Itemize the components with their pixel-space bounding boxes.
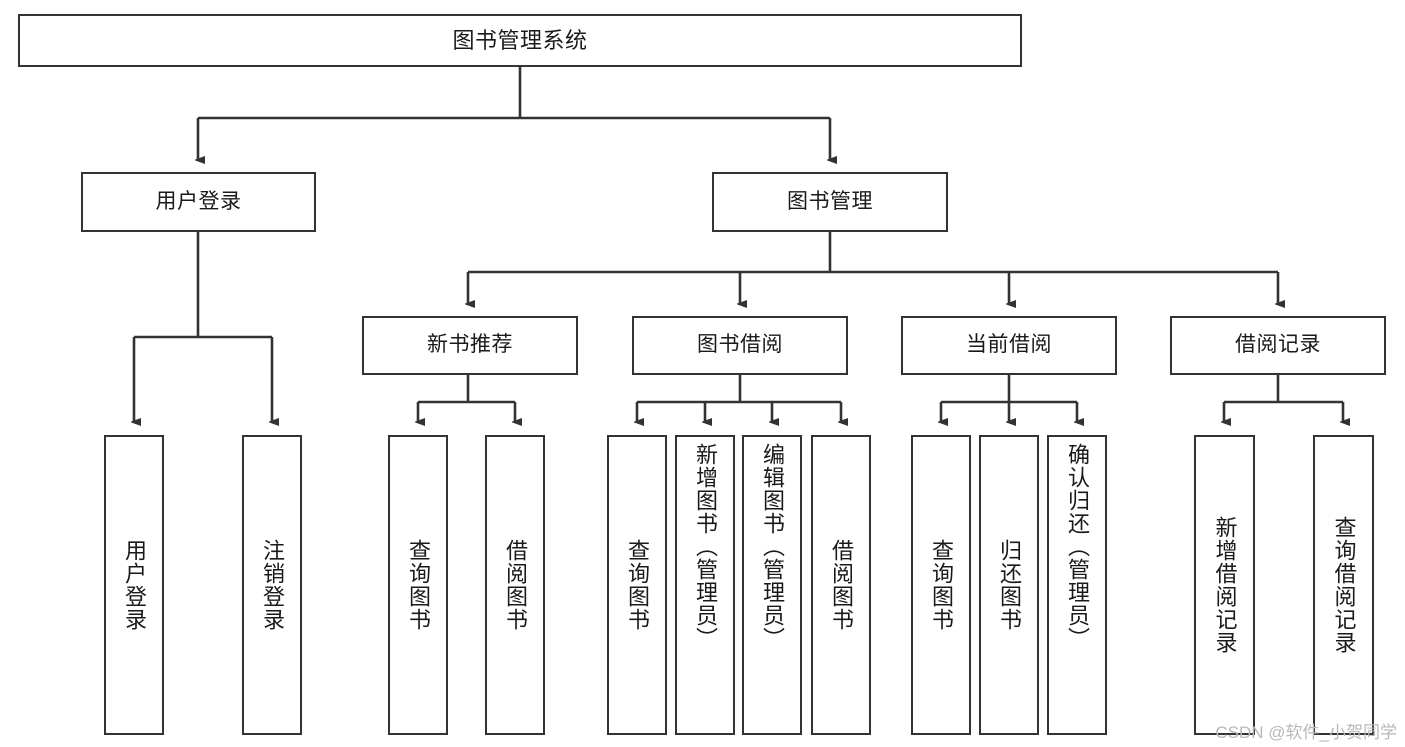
leaf-borrow-borrow-book[interactable]: 借阅图书 (811, 435, 871, 735)
node-borrow-records[interactable]: 借阅记录 (1170, 316, 1386, 375)
node-label: 图书管理 (787, 189, 873, 213)
leaf-records-query-record[interactable]: 查询借阅记录 (1313, 435, 1374, 735)
leaf-borrow-add-book-admin[interactable]: 新增图书（管理员） (675, 435, 735, 735)
node-label: 查询借阅记录 (1331, 516, 1357, 654)
leaf-recommend-query-book[interactable]: 查询图书 (388, 435, 448, 735)
leaf-borrow-query-book[interactable]: 查询图书 (607, 435, 667, 735)
leaf-current-return-book[interactable]: 归还图书 (979, 435, 1039, 735)
node-label: 注销登录 (259, 539, 285, 631)
node-label: 查询图书 (928, 539, 954, 631)
node-label: 当前借阅 (966, 333, 1052, 357)
node-label: 确认归还（管理员） (1064, 443, 1090, 650)
watermark-text: CSDN @软件_小贺同学 (1215, 723, 1397, 742)
leaf-borrow-edit-book-admin[interactable]: 编辑图书（管理员） (742, 435, 802, 735)
node-book-management[interactable]: 图书管理 (712, 172, 948, 232)
node-book-borrow[interactable]: 图书借阅 (632, 316, 848, 375)
node-label: 用户登录 (155, 189, 242, 213)
node-label: 用户登录 (121, 539, 147, 631)
node-root-system[interactable]: 图书管理系统 (18, 14, 1022, 67)
node-label: 借阅图书 (502, 539, 528, 631)
node-label: 借阅图书 (828, 539, 854, 631)
leaf-current-confirm-return-admin[interactable]: 确认归还（管理员） (1047, 435, 1107, 735)
node-label: 查询图书 (624, 539, 650, 631)
leaf-user-login-login[interactable]: 用户登录 (104, 435, 164, 735)
leaf-records-add-record[interactable]: 新增借阅记录 (1194, 435, 1255, 735)
leaf-current-query-book[interactable]: 查询图书 (911, 435, 971, 735)
node-current-borrow[interactable]: 当前借阅 (901, 316, 1117, 375)
node-new-book-recommend[interactable]: 新书推荐 (362, 316, 578, 375)
leaf-user-login-logout[interactable]: 注销登录 (242, 435, 302, 735)
node-label: 查询图书 (405, 539, 431, 631)
node-label: 新增图书（管理员） (692, 443, 718, 650)
node-label: 图书借阅 (697, 333, 783, 357)
node-label: 归还图书 (996, 539, 1022, 631)
node-label: 新增借阅记录 (1212, 516, 1238, 654)
node-user-login[interactable]: 用户登录 (81, 172, 316, 232)
leaf-recommend-borrow-book[interactable]: 借阅图书 (485, 435, 545, 735)
node-label: 编辑图书（管理员） (759, 443, 785, 650)
node-label: 借阅记录 (1235, 333, 1321, 357)
node-label: 新书推荐 (427, 333, 513, 357)
node-label: 图书管理系统 (452, 27, 588, 53)
